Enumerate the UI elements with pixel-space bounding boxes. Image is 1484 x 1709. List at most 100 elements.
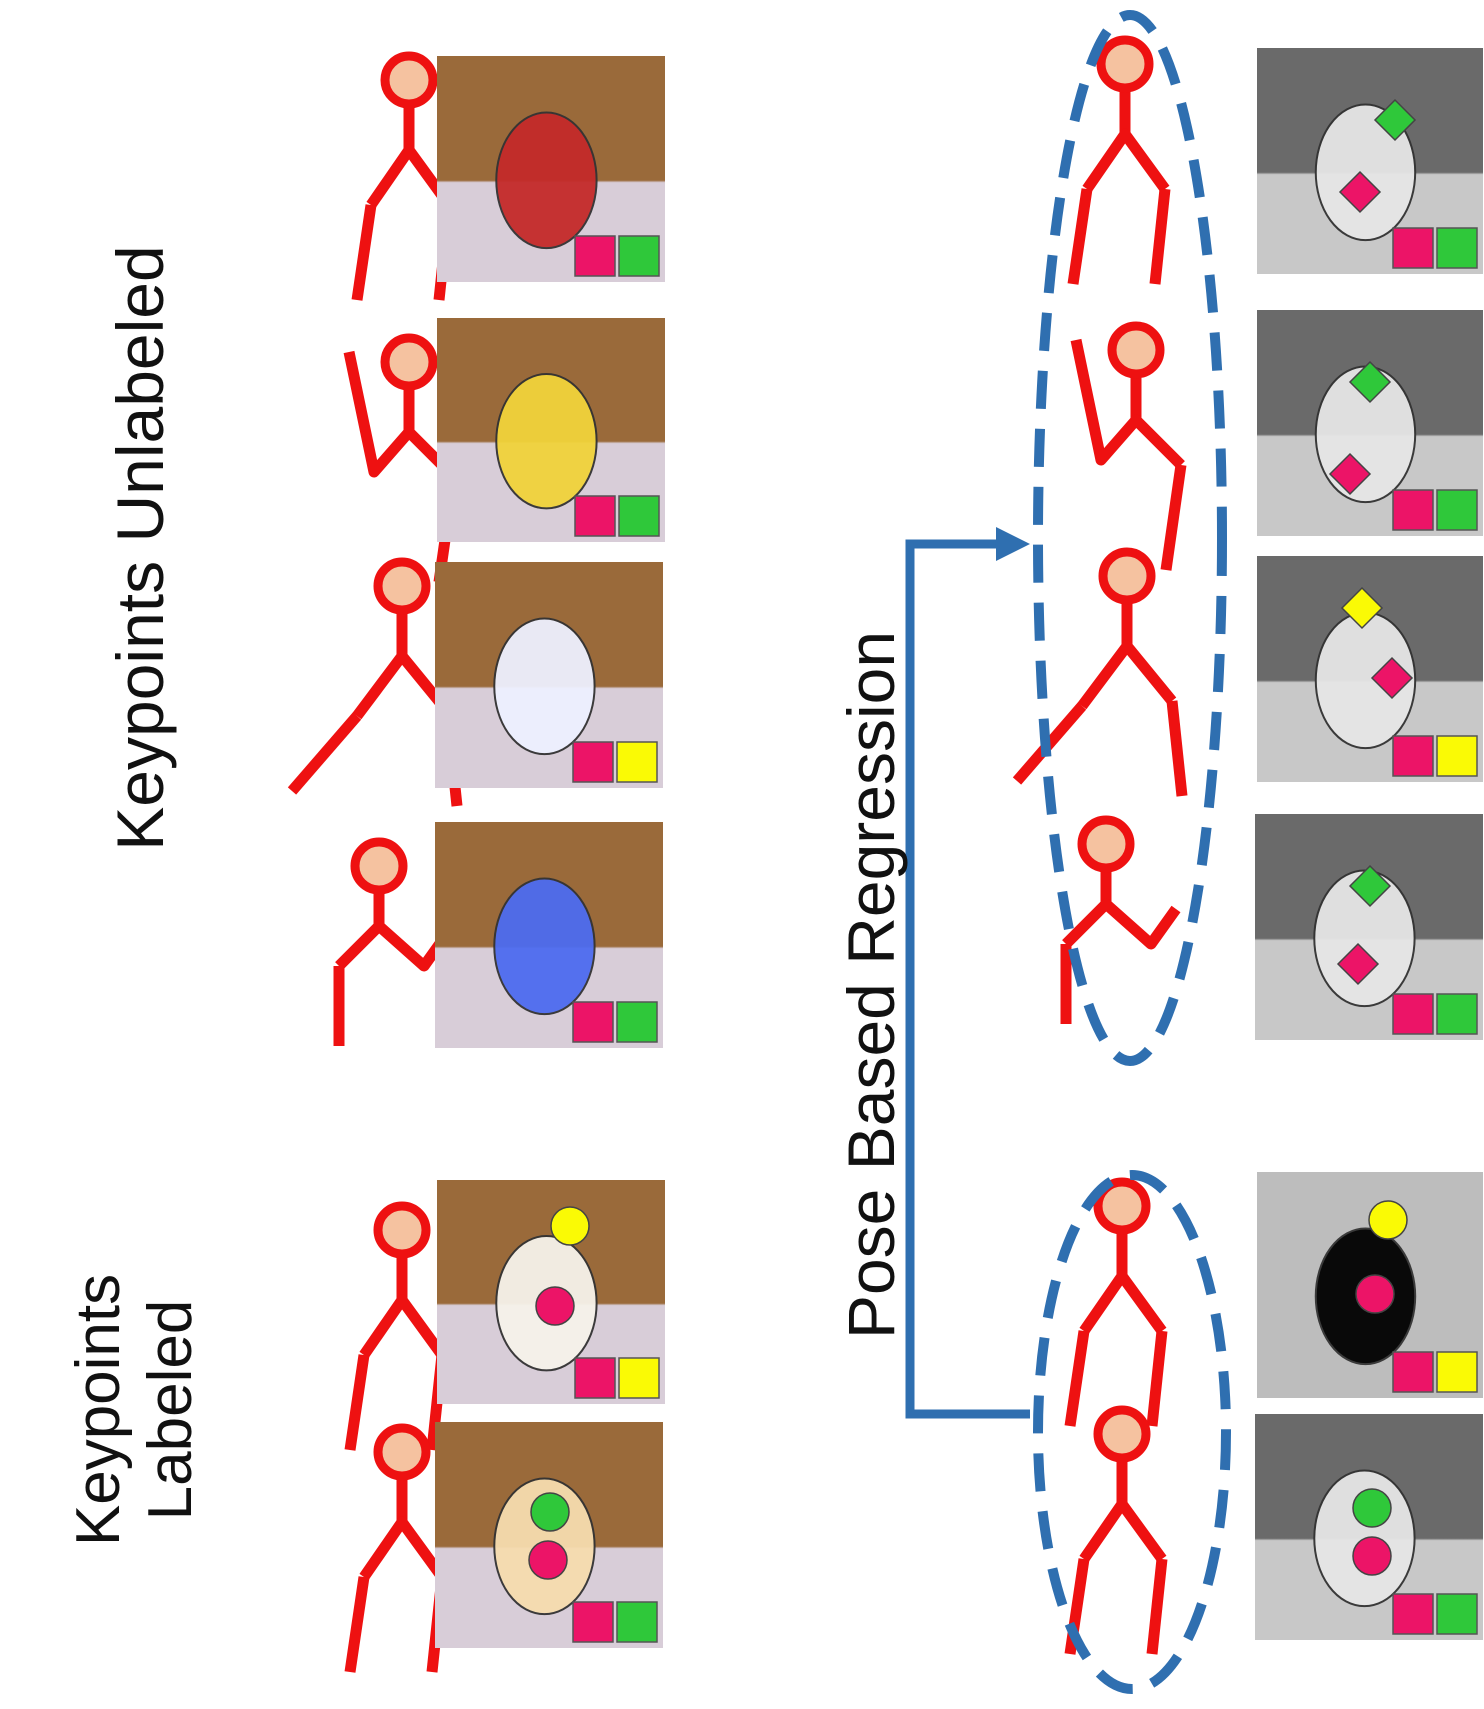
pose-limb bbox=[1146, 1558, 1168, 1655]
keypoint-color-square bbox=[1436, 489, 1478, 531]
pose-figure-cup bbox=[351, 51, 455, 301]
keypoint-color-square bbox=[1392, 993, 1434, 1035]
regression-arrow-head bbox=[996, 527, 1030, 561]
keypoint-color-square bbox=[616, 1601, 658, 1643]
photo-labeled-bowl bbox=[435, 1422, 663, 1648]
pose-limb bbox=[351, 204, 377, 301]
keypoint-color-square bbox=[1392, 489, 1434, 531]
pose-figure-bottle bbox=[344, 1201, 448, 1451]
diamond-marker bbox=[1336, 942, 1380, 986]
pose-head bbox=[1093, 1405, 1151, 1463]
pose-limb bbox=[1166, 700, 1188, 797]
pose-figure-pred-goblet bbox=[1070, 321, 1187, 571]
keypoint-color-square bbox=[1436, 1351, 1478, 1393]
photo-jug bbox=[435, 562, 663, 788]
circle-marker bbox=[535, 1286, 575, 1326]
pose-head bbox=[1093, 1177, 1151, 1235]
circle-marker bbox=[550, 1206, 590, 1246]
keypoint-color-square bbox=[1436, 1593, 1478, 1635]
keypoint-color-square bbox=[1436, 993, 1478, 1035]
object-shape bbox=[493, 617, 596, 756]
pose-limb bbox=[1079, 1270, 1167, 1335]
keypoint-color-square bbox=[574, 495, 616, 537]
keypoint-color-square bbox=[1436, 735, 1478, 777]
photo-cup bbox=[437, 56, 665, 282]
pose-limb bbox=[343, 350, 458, 481]
pose-figure-labeled-bowl bbox=[344, 1423, 448, 1673]
keypoint-color-square bbox=[1392, 735, 1434, 777]
pose-limb bbox=[359, 1294, 447, 1359]
keypoint-color-square bbox=[1392, 227, 1434, 269]
keypoint-color-square bbox=[1392, 1593, 1434, 1635]
diamond-marker bbox=[1348, 864, 1392, 908]
pose-limb bbox=[1146, 1330, 1168, 1427]
photo-pred-bowl bbox=[1255, 814, 1483, 1040]
pose-head bbox=[1098, 547, 1156, 605]
keypoint-color-square bbox=[1436, 227, 1478, 269]
keypoint-color-square bbox=[574, 235, 616, 277]
pose-head bbox=[373, 557, 431, 615]
dashed-group-ellipse-labeled bbox=[1033, 1170, 1231, 1694]
diamond-marker bbox=[1373, 98, 1417, 142]
object-shape bbox=[1314, 103, 1417, 242]
pose-head bbox=[373, 1423, 431, 1481]
pose-head bbox=[380, 51, 438, 109]
pose-figure-bowl bbox=[333, 837, 454, 1046]
object-shape bbox=[493, 877, 596, 1016]
pose-limb bbox=[1160, 464, 1187, 571]
regression-arrow-line bbox=[905, 539, 1030, 1419]
keypoint-color-square bbox=[618, 235, 660, 277]
pose-limb bbox=[1064, 1330, 1090, 1427]
label-keypoints-labeled-line1: Keypoints bbox=[64, 1273, 133, 1547]
label-pose-based-regression: Pose Based Regression bbox=[834, 630, 908, 1340]
pose-figure-pred-labeled-bowl bbox=[1064, 1405, 1168, 1655]
keypoint-color-square bbox=[616, 1001, 658, 1043]
pose-head bbox=[373, 1201, 431, 1259]
pose-limb bbox=[344, 1354, 370, 1451]
circle-marker bbox=[530, 1492, 570, 1532]
pose-figure-pred-bowl bbox=[1060, 815, 1181, 1024]
pose-limb bbox=[344, 1576, 370, 1673]
keypoint-color-square bbox=[616, 741, 658, 783]
pose-limb bbox=[287, 712, 362, 795]
keypoint-color-square bbox=[574, 1357, 616, 1399]
label-keypoints-labeled: Keypoints Labeled bbox=[63, 1274, 207, 1546]
object-shape bbox=[495, 373, 598, 510]
keypoint-color-square bbox=[572, 741, 614, 783]
dashed-group-ellipse-unlabeled bbox=[1033, 10, 1227, 1066]
photo-bowl bbox=[435, 822, 663, 1048]
diamond-marker bbox=[1370, 656, 1414, 700]
photo-pred-cup bbox=[1257, 48, 1483, 274]
keypoint-color-square bbox=[618, 1357, 660, 1399]
photo-pred-bottle bbox=[1257, 1172, 1483, 1398]
pose-figure-pred-bottle bbox=[1064, 1177, 1168, 1427]
pose-head bbox=[1096, 35, 1154, 93]
keypoint-color-square bbox=[572, 1601, 614, 1643]
circle-marker bbox=[1355, 1274, 1395, 1314]
diamond-marker bbox=[1340, 586, 1384, 630]
keypoint-color-square bbox=[618, 495, 660, 537]
circle-marker bbox=[1352, 1536, 1392, 1576]
photo-bottle bbox=[437, 1180, 665, 1404]
photo-pred-jug bbox=[1257, 556, 1483, 782]
pose-limb bbox=[1149, 188, 1171, 285]
pose-limb bbox=[1079, 1498, 1167, 1563]
diamond-marker bbox=[1338, 170, 1382, 214]
pose-limb bbox=[1067, 188, 1093, 285]
pose-limb bbox=[1077, 640, 1177, 710]
pose-figure-jug bbox=[287, 557, 463, 807]
pose-limb bbox=[359, 1516, 447, 1581]
pose-head bbox=[380, 333, 438, 391]
pose-limb bbox=[366, 144, 454, 209]
pose-head bbox=[350, 837, 408, 895]
pose-head bbox=[1077, 815, 1135, 873]
pose-limb bbox=[1082, 128, 1170, 193]
pose-limb bbox=[1070, 338, 1185, 469]
pose-limb bbox=[1062, 898, 1181, 950]
pose-figure-pred-cup bbox=[1067, 35, 1171, 285]
photo-pred-labeled-bowl bbox=[1255, 1414, 1483, 1640]
circle-marker bbox=[528, 1540, 568, 1580]
photo-goblet bbox=[437, 318, 665, 542]
